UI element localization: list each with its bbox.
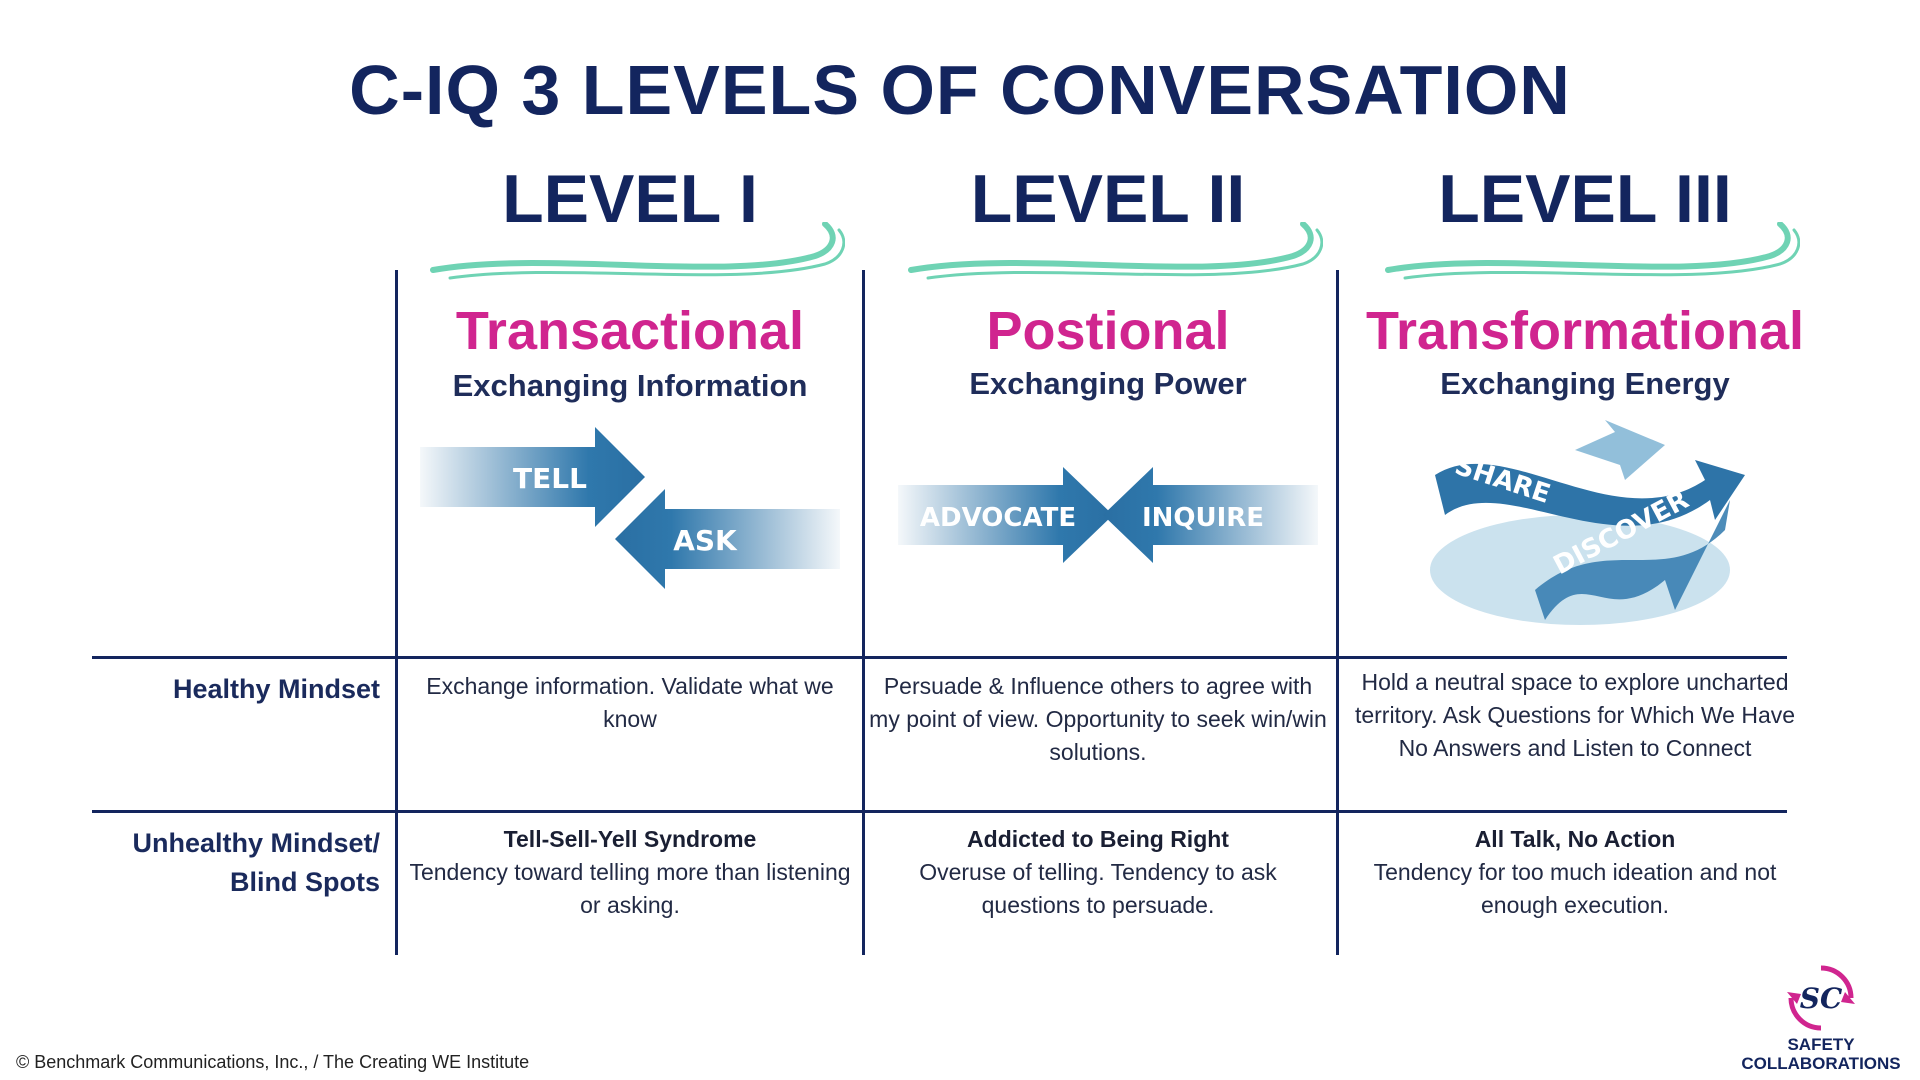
- level-3-type: Transformational: [1365, 301, 1805, 361]
- unhealthy-title-level-2: Addicted to Being Right: [967, 826, 1229, 852]
- divider-vertical-1: [395, 270, 398, 955]
- advocate-inquire-arrows-graphic: ADVOCATE INQUIRE: [898, 467, 1318, 563]
- swoosh-underline-1: [430, 222, 845, 280]
- unhealthy-cell-level-3: All Talk, No Action Tendency for too muc…: [1345, 823, 1805, 922]
- unhealthy-title-level-3: All Talk, No Action: [1474, 826, 1676, 852]
- healthy-cell-level-1: Exchange information. Validate what we k…: [426, 673, 834, 732]
- safety-collaborations-logo-icon: SC: [1787, 965, 1855, 1031]
- unhealthy-text-level-3: Tendency for too much ideation and not e…: [1373, 859, 1777, 918]
- tell-arrow: [420, 427, 645, 527]
- unhealthy-text-level-1: Tendency toward telling more than listen…: [409, 859, 851, 918]
- row-label-unhealthy-line1: Unhealthy Mindset/: [132, 828, 380, 858]
- level-3-heading: LEVEL III: [1438, 161, 1732, 237]
- inquire-arrow: [1103, 467, 1318, 563]
- unhealthy-title-level-1: Tell-Sell-Yell Syndrome: [503, 826, 757, 852]
- level-3-subtitle: Exchanging Energy: [1440, 366, 1730, 401]
- healthy-cell-level-3: Hold a neutral space to explore uncharte…: [1354, 669, 1796, 761]
- unhealthy-text-level-2: Overuse of telling. Tendency to ask ques…: [919, 859, 1277, 918]
- divider-vertical-3: [1336, 270, 1339, 955]
- healthy-cell-level-2: Persuade & Influence others to agree wit…: [869, 673, 1327, 765]
- row-label-healthy: Healthy Mindset: [172, 674, 380, 704]
- divider-vertical-2: [862, 270, 865, 955]
- advocate-label: ADVOCATE: [920, 503, 1076, 533]
- copyright-footer: © Benchmark Communications, Inc., / The …: [16, 1052, 530, 1072]
- ask-arrow: [615, 489, 840, 589]
- level-1-heading: LEVEL I: [502, 161, 758, 237]
- logo-text: SAFETY COLLABORATIONS: [1731, 1035, 1911, 1073]
- tell-label: TELL: [513, 462, 587, 495]
- tell-ask-arrows-graphic: TELL ASK: [420, 427, 840, 589]
- logo-line-1: SAFETY: [1787, 1035, 1855, 1054]
- divider-horizontal-2: [92, 810, 1787, 813]
- page-title: C-IQ 3 LEVELS OF CONVERSATION: [349, 51, 1571, 129]
- divider-horizontal-1: [92, 656, 1787, 659]
- logo-initials: SC: [1800, 982, 1843, 1015]
- ask-label: ASK: [673, 524, 738, 557]
- share-discover-loop-graphic: SHARE DISCOVER: [1430, 420, 1745, 625]
- advocate-arrow: [898, 467, 1113, 563]
- level-2-type: Postional: [986, 301, 1230, 361]
- unhealthy-cell-level-2: Addicted to Being Right Overuse of telli…: [868, 823, 1328, 922]
- level-2-subtitle: Exchanging Power: [969, 366, 1247, 401]
- unhealthy-cell-level-1: Tell-Sell-Yell Syndrome Tendency toward …: [400, 823, 860, 922]
- level-1-subtitle: Exchanging Information: [452, 368, 808, 403]
- row-label-unhealthy-line2: Blind Spots: [230, 867, 380, 897]
- swoosh-underline-2: [908, 222, 1323, 280]
- inquire-label: INQUIRE: [1142, 503, 1264, 533]
- level-2-heading: LEVEL II: [970, 161, 1246, 237]
- swoosh-underline-3: [1385, 222, 1800, 280]
- logo-line-2: COLLABORATIONS: [1741, 1054, 1901, 1073]
- level-1-type: Transactional: [455, 301, 805, 361]
